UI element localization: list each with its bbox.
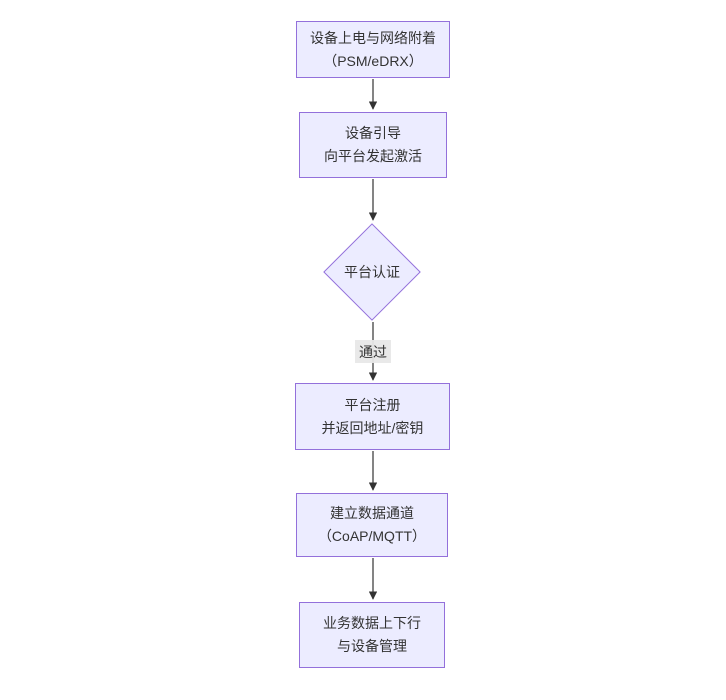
node-data-channel: 建立数据通道 （CoAP/MQTT）	[296, 493, 448, 557]
node-business-data: 业务数据上下行 与设备管理	[299, 602, 445, 668]
node-line: 设备上电与网络附着	[310, 29, 436, 46]
node-line: 设备引导	[345, 125, 401, 141]
decision-platform-auth: 平台认证	[322, 223, 422, 321]
node-line: （CoAP/MQTT）	[317, 528, 427, 544]
node-line: 平台注册	[344, 396, 401, 413]
node-power-on-network-attach: 设备上电与网络附着 （PSM/eDRX）	[296, 21, 450, 78]
node-line: 平台认证	[344, 264, 400, 280]
node-line: 与设备管理	[337, 638, 407, 654]
node-line: 业务数据上下行	[323, 615, 421, 631]
edge-label-pass: 通过	[355, 340, 391, 363]
node-device-bootstrap: 设备引导 向平台发起激活	[299, 112, 447, 178]
node-platform-register: 平台注册 并返回地址/密钥	[295, 383, 450, 450]
node-line: 向平台发起激活	[324, 148, 422, 164]
node-line: 建立数据通道	[330, 505, 414, 521]
node-line: （PSM/eDRX）	[323, 52, 423, 69]
node-line: 并返回地址/密钥	[321, 419, 424, 436]
